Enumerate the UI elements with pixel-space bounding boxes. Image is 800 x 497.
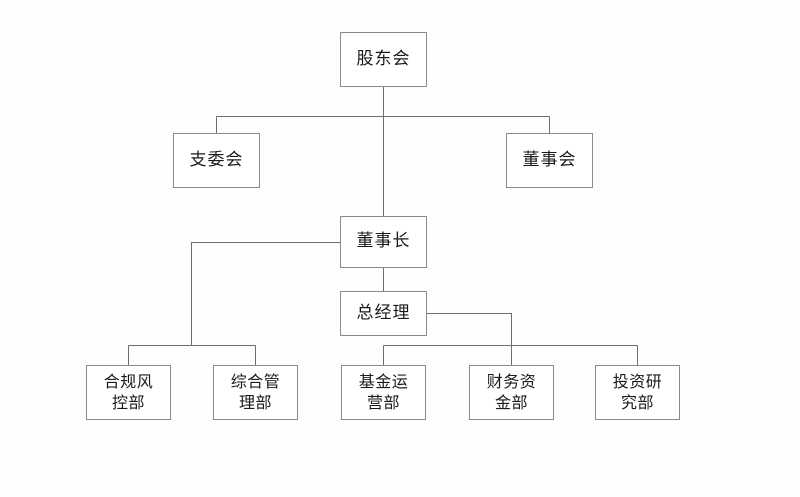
node-party-branch[interactable]: 支委会 bbox=[173, 133, 260, 188]
node-general-manager[interactable]: 总经理 bbox=[340, 291, 427, 336]
node-finance-funds-dept[interactable]: 财务资 金部 bbox=[469, 365, 554, 420]
node-finance-funds-dept-label: 财务资 金部 bbox=[486, 372, 537, 412]
node-investment-research-dept-label: 投资研 究部 bbox=[612, 372, 663, 412]
node-fund-operations-dept[interactable]: 基金运 营部 bbox=[341, 365, 426, 420]
node-chairman-label: 董事长 bbox=[356, 231, 411, 252]
node-board-of-directors[interactable]: 董事会 bbox=[506, 133, 593, 188]
node-investment-research-dept[interactable]: 投资研 究部 bbox=[595, 365, 680, 420]
node-fund-operations-dept-label: 基金运 营部 bbox=[358, 372, 409, 412]
node-general-admin-dept-label: 综合管 理部 bbox=[230, 372, 281, 412]
node-compliance-risk-dept[interactable]: 合规风 控部 bbox=[86, 365, 171, 420]
node-party-branch-label: 支委会 bbox=[189, 149, 244, 170]
edge-chairman-left-branch bbox=[190, 241, 340, 346]
edge-gm-right-branch bbox=[427, 312, 513, 346]
node-board-of-directors-label: 董事会 bbox=[522, 149, 577, 170]
node-general-admin-dept[interactable]: 综合管 理部 bbox=[213, 365, 298, 420]
node-shareholders[interactable]: 股东会 bbox=[340, 32, 427, 87]
node-chairman[interactable]: 董事长 bbox=[340, 216, 427, 268]
node-general-manager-label: 总经理 bbox=[356, 302, 411, 323]
node-shareholders-label: 股东会 bbox=[356, 48, 411, 69]
node-compliance-risk-dept-label: 合规风 控部 bbox=[103, 372, 154, 412]
